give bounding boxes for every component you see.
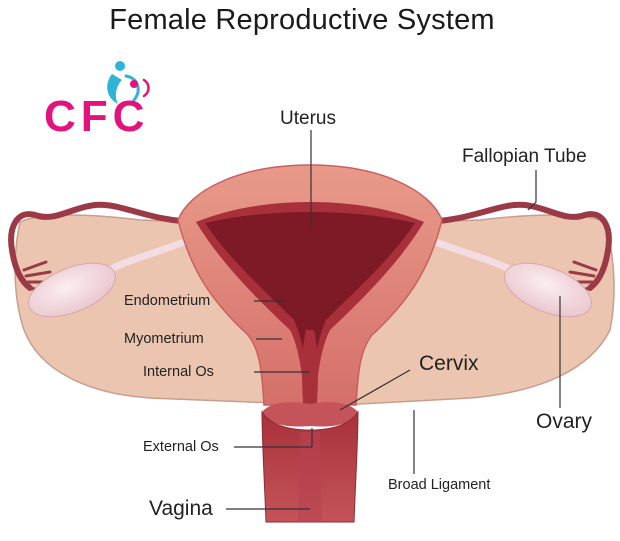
page-title: Female Reproductive System <box>109 4 495 36</box>
fallopian-tube-left <box>8 201 203 291</box>
label-fallopian-tube: Fallopian Tube <box>462 146 587 167</box>
logo-figure <box>107 61 150 104</box>
label-internal-os: Internal Os <box>143 364 214 380</box>
label-ovary: Ovary <box>536 410 593 433</box>
leader-lines <box>226 130 561 510</box>
label-broad-ligament: Broad Ligament <box>388 477 491 493</box>
cervical-canal <box>302 330 318 418</box>
label-uterus: Uterus <box>280 108 336 129</box>
vaginal-canal <box>298 432 322 522</box>
ovary-left <box>28 262 116 318</box>
label-myometrium: Myometrium <box>124 331 204 347</box>
uterine-cavity <box>205 212 415 392</box>
logo-text: CFC <box>44 92 150 141</box>
label-vagina: Vagina <box>149 497 213 520</box>
cervix-cap <box>262 402 358 427</box>
label-endometrium: Endometrium <box>124 293 211 309</box>
fallopian-tube-right <box>417 201 612 291</box>
label-external-os: External Os <box>143 439 219 455</box>
ovary-right <box>504 262 592 318</box>
label-cervix: Cervix <box>419 352 479 375</box>
